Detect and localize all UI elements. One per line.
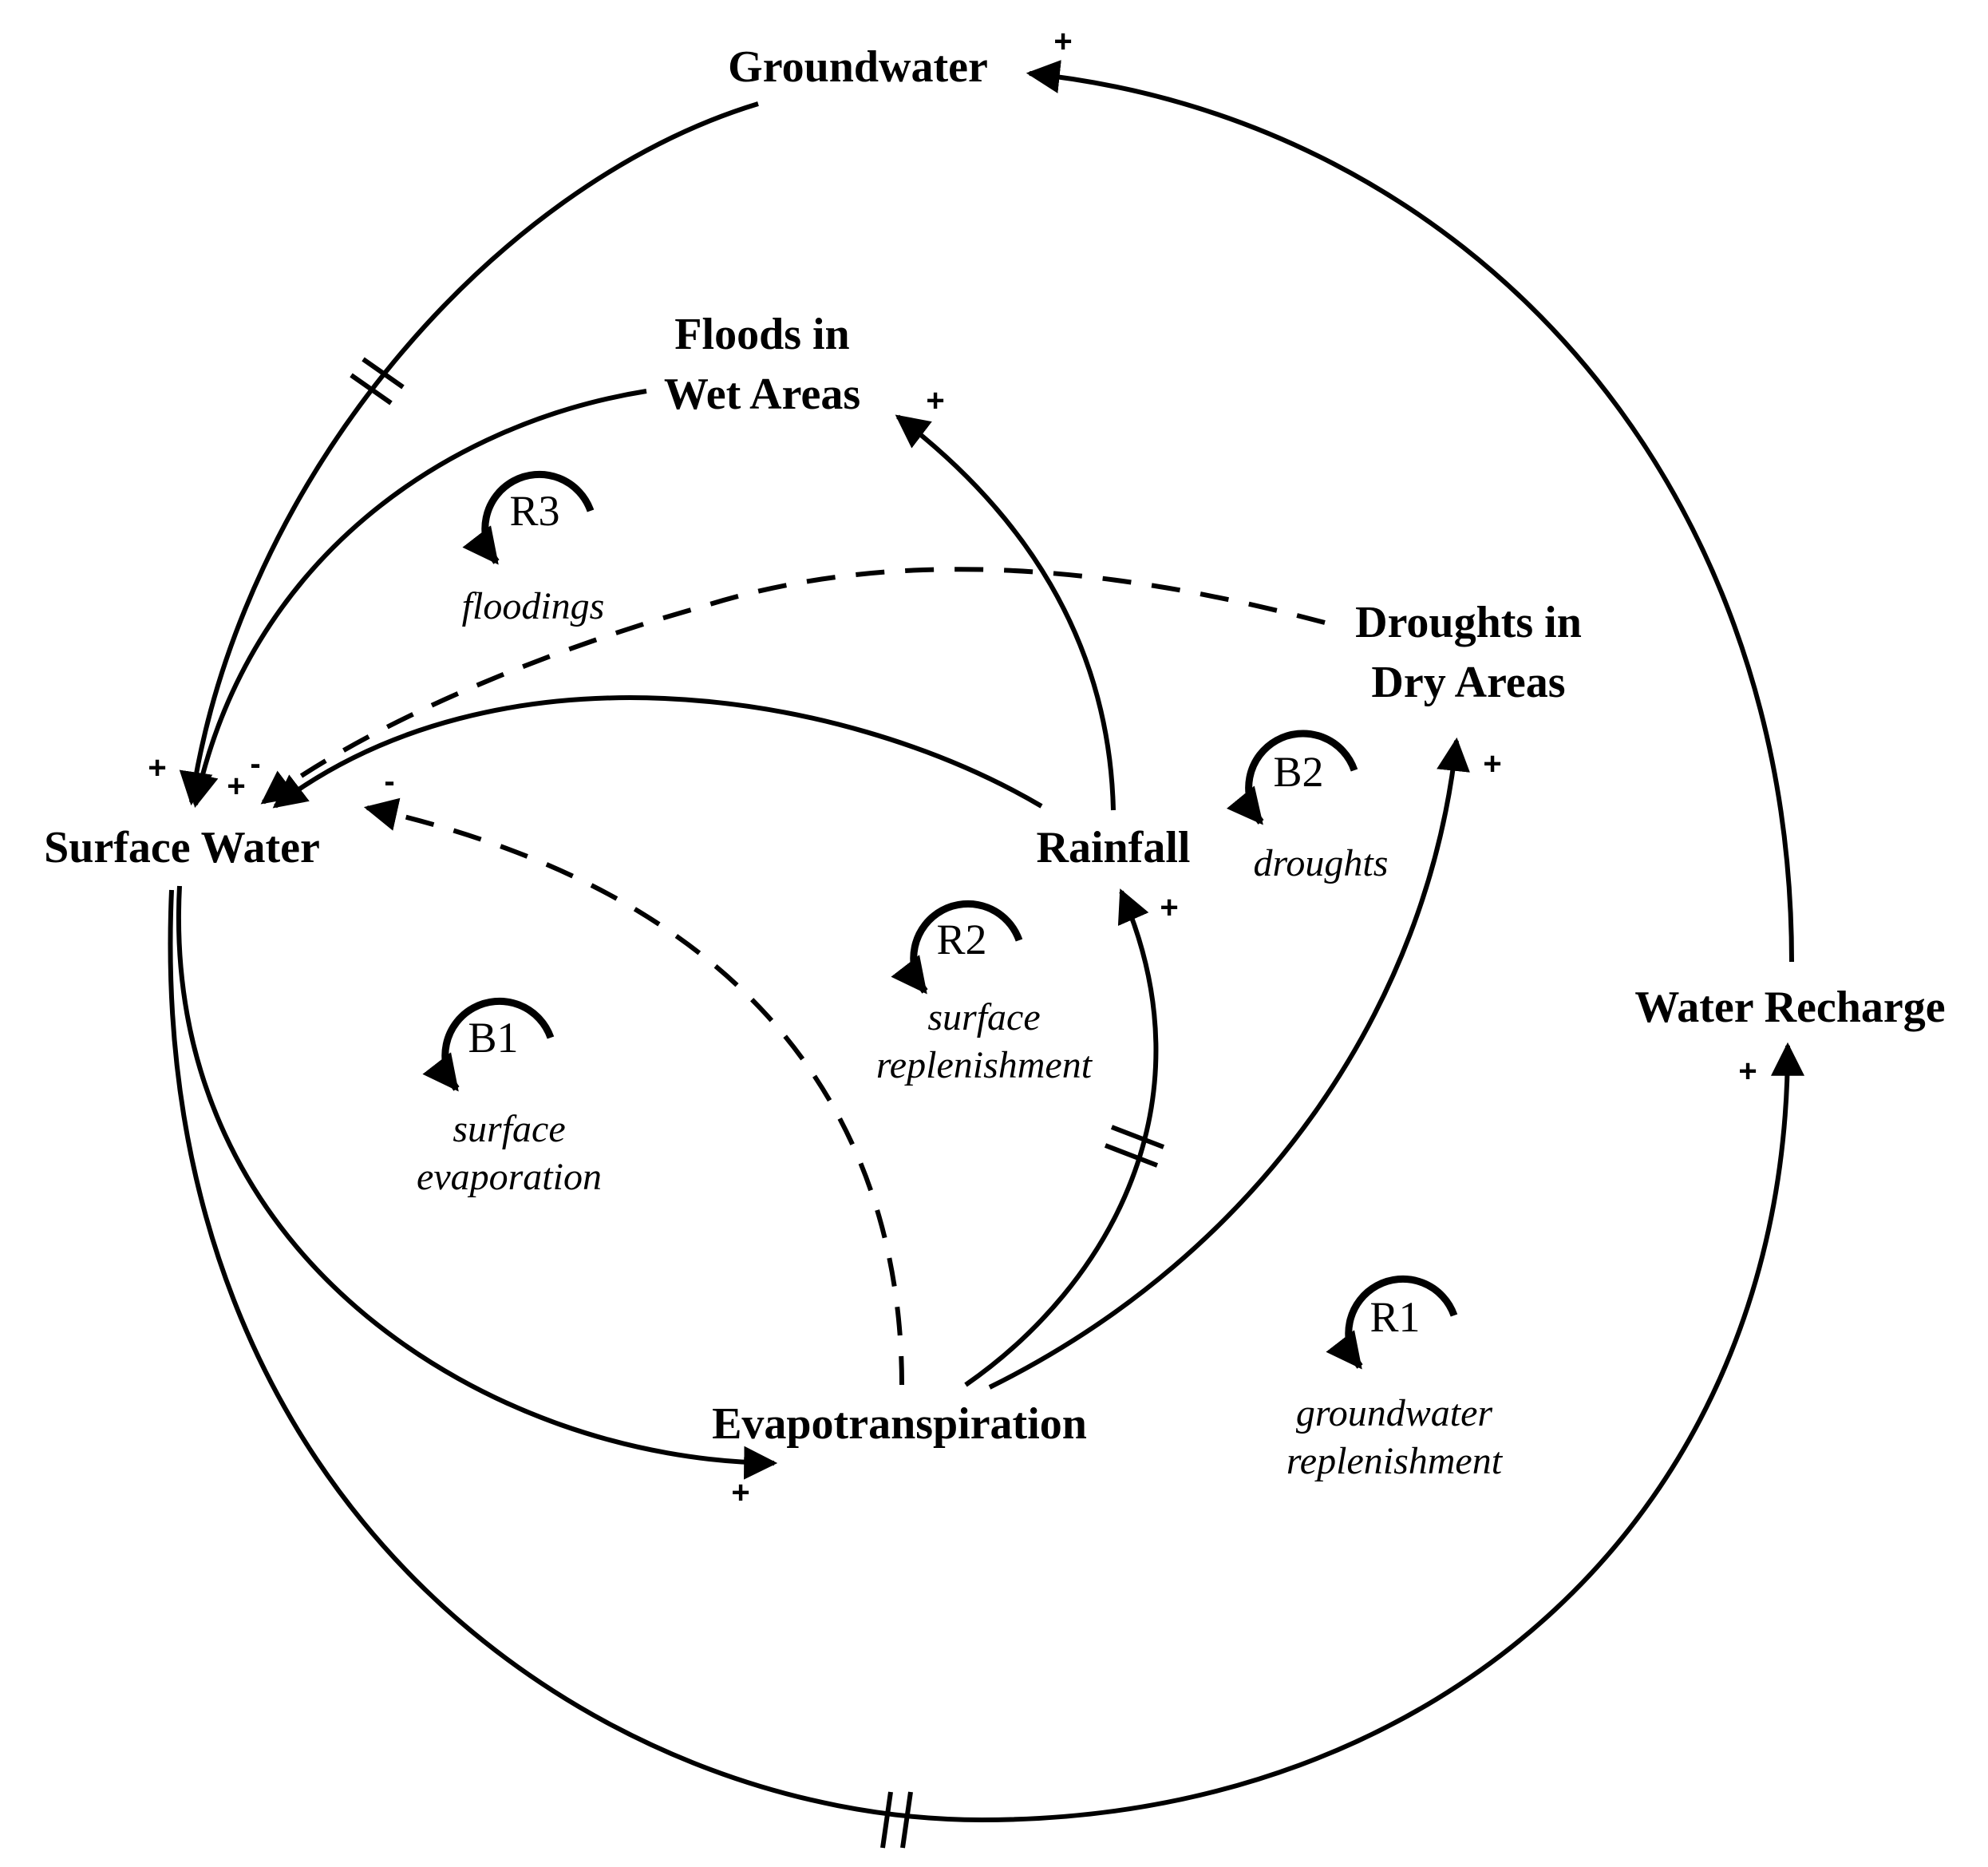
loop-r3-id: R3 bbox=[509, 487, 559, 535]
loop-b1-name-line1: surface bbox=[453, 1108, 565, 1150]
link-floods-to-surface-water bbox=[185, 389, 647, 809]
loop-b2-name: droughts bbox=[1254, 842, 1389, 884]
variable-surface-water: Surface Water bbox=[44, 823, 320, 872]
loop-b2-id: B2 bbox=[1273, 748, 1323, 796]
variable-droughts-line2: Dry Areas bbox=[1371, 658, 1565, 707]
polarity-surface-from-rainfall: + bbox=[227, 769, 245, 804]
loop-r3-name: floodings bbox=[462, 585, 605, 627]
loop-r2-name-line2: replenishment bbox=[876, 1044, 1093, 1086]
loop-r2-arrow bbox=[891, 900, 1023, 995]
loop-b1-name-line2: evaporation bbox=[417, 1156, 602, 1198]
variable-evapotranspiration: Evapotranspiration bbox=[712, 1399, 1087, 1449]
polarity-water-recharge: + bbox=[1738, 1054, 1757, 1089]
link-groundwater-to-surface-water bbox=[179, 101, 759, 806]
delay-mark-groundwater bbox=[350, 357, 405, 405]
loop-b1-id: B1 bbox=[468, 1014, 518, 1062]
variable-floods-line2: Wet Areas bbox=[664, 370, 860, 419]
polarity-droughts: + bbox=[1483, 746, 1501, 781]
loop-r1-name-line1: groundwater bbox=[1296, 1392, 1493, 1434]
polarity-groundwater: + bbox=[1053, 24, 1072, 59]
loop-b1-arrow bbox=[422, 997, 555, 1092]
link-rainfall-to-floods bbox=[895, 414, 1116, 811]
link-surface-water-to-evapotranspiration bbox=[176, 885, 778, 1480]
loop-r1-arrow bbox=[1326, 1275, 1458, 1370]
polarity-evapotranspiration: + bbox=[731, 1475, 749, 1510]
variable-water-recharge: Water Recharge bbox=[1634, 983, 1945, 1032]
loop-r2-name-line1: surface bbox=[927, 996, 1040, 1038]
loop-r1-name-line2: replenishment bbox=[1286, 1440, 1504, 1482]
variable-rainfall: Rainfall bbox=[1037, 823, 1191, 872]
loop-b2-arrow bbox=[1226, 730, 1358, 825]
link-droughts-to-surface-water bbox=[260, 567, 1326, 805]
delay-mark-recharge bbox=[880, 1791, 913, 1849]
loop-r1-id: R1 bbox=[1369, 1293, 1420, 1341]
polarity-surface-from-evapotranspiration: - bbox=[384, 764, 394, 799]
link-surface-water-to-recharge bbox=[168, 889, 1804, 1823]
polarity-surface-from-groundwater: + bbox=[148, 750, 166, 785]
loop-r3-arrow bbox=[462, 470, 595, 565]
delay-mark-rainfall bbox=[1104, 1125, 1165, 1168]
link-evapotranspiration-to-rainfall bbox=[964, 888, 1159, 1387]
variable-droughts-line1: Droughts in bbox=[1355, 598, 1582, 647]
polarity-rainfall: + bbox=[1160, 890, 1178, 925]
polarity-surface-from-droughts: - bbox=[250, 746, 260, 781]
variable-floods-line1: Floods in bbox=[674, 310, 849, 359]
polarity-floods: + bbox=[926, 383, 944, 418]
link-evapotranspiration-to-droughts bbox=[988, 737, 1470, 1390]
link-rainfall-to-surface-water bbox=[272, 695, 1043, 809]
link-evapotranspiration-to-surface-water bbox=[363, 797, 904, 1386]
loop-r2-id: R2 bbox=[936, 916, 986, 963]
variable-groundwater: Groundwater bbox=[728, 42, 988, 92]
link-recharge-to-groundwater bbox=[1026, 60, 1794, 963]
